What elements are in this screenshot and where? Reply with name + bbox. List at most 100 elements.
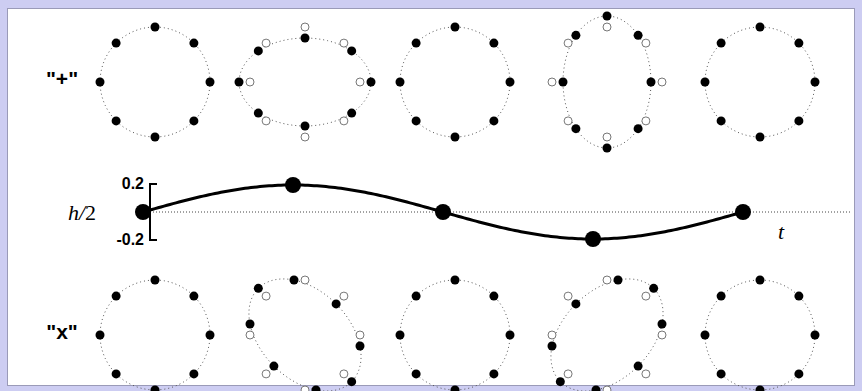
test-mass [717,369,726,378]
test-mass [451,276,460,285]
test-mass [756,133,765,142]
ring-outline [100,27,210,137]
test-mass [396,78,405,87]
test-mass [489,369,498,378]
test-mass-ring [701,23,820,142]
test-mass [717,116,726,125]
test-mass-ring [235,23,376,141]
test-mass [290,276,299,285]
test-mass [811,78,820,87]
test-mass [634,362,643,371]
rest-position [246,78,254,86]
test-mass [112,39,121,48]
test-mass [811,331,820,340]
test-mass-ring [396,276,515,391]
test-mass [189,369,198,378]
test-mass [756,386,765,391]
test-mass [189,39,198,48]
test-mass [506,331,515,340]
test-mass [571,299,580,308]
rest-position [548,331,556,339]
rest-position [564,39,572,47]
test-mass [647,78,656,87]
rest-position [262,292,270,300]
test-mass [206,78,215,87]
rest-position [603,386,611,391]
test-mass [603,144,612,153]
ring-outline [705,27,815,137]
test-mass [756,23,765,32]
axis-label: h/2 [68,202,96,224]
rest-position [548,78,556,86]
test-mass-ring [548,12,666,153]
test-mass [614,276,623,285]
test-mass [347,109,356,118]
rest-position [564,117,572,125]
test-mass [451,133,460,142]
rest-position [246,331,254,339]
test-mass [332,299,341,308]
ring-outline [249,279,361,391]
rest-position [356,331,364,339]
test-mass [794,39,803,48]
axis-tick-value: -0.2 [116,232,144,248]
figure-panel [7,8,855,386]
test-mass [649,284,658,293]
test-mass [151,386,160,391]
axis-tick-value: 0.2 [122,176,144,192]
test-mass [489,39,498,48]
test-mass [571,31,580,40]
phase-marker [735,204,751,220]
rest-position [658,78,666,86]
ring-outline [551,279,663,391]
test-mass [717,39,726,48]
rest-position [301,133,309,141]
polarization-label: "+" [46,68,78,89]
rest-position [340,370,348,378]
test-mass [634,124,643,133]
rest-position [603,23,611,31]
test-mass [235,78,244,87]
rest-position [262,370,270,378]
rest-position [603,276,611,284]
test-mass [189,116,198,125]
rest-position [301,23,309,31]
test-mass [506,78,515,87]
rest-position [301,386,309,391]
test-mass [301,122,310,131]
rest-position [340,117,348,125]
test-mass [701,78,710,87]
test-mass [794,116,803,125]
test-mass-ring [701,276,820,391]
rest-position [340,292,348,300]
test-mass-ring [548,276,667,391]
ring-outline [400,27,510,137]
rest-position [642,292,650,300]
test-mass [312,386,321,391]
phase-marker [285,177,301,193]
rest-position [262,39,270,47]
test-mass [151,276,160,285]
axis-label: t [778,221,784,243]
test-mass [96,331,105,340]
rest-position [642,117,650,125]
rest-position [340,39,348,47]
test-mass [347,46,356,55]
test-mass [559,78,568,87]
test-mass [451,386,460,391]
test-mass [367,78,376,87]
test-mass [254,46,263,55]
test-mass [347,377,356,386]
test-mass [794,369,803,378]
test-mass [301,34,310,43]
test-mass [254,284,263,293]
rest-position [356,78,364,86]
rest-position [642,370,650,378]
phase-marker [135,204,151,220]
test-mass [451,23,460,32]
test-mass-ring [96,276,215,391]
test-mass [112,369,121,378]
rest-position [262,117,270,125]
test-mass [412,116,421,125]
